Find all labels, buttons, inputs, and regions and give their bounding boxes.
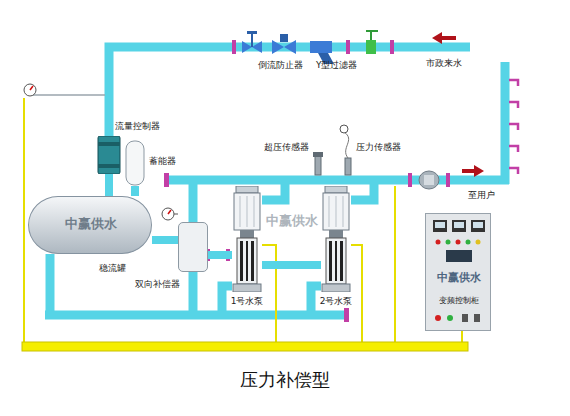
part-label: Y型过滤器 <box>316 60 358 70</box>
pump: 1号水泵 <box>232 186 262 292</box>
water-pipe <box>131 186 139 196</box>
flow-controller-drawing <box>97 136 121 174</box>
pump-inlet-pipe <box>222 286 232 315</box>
part-label: 超压传感器 <box>264 142 309 152</box>
accumulator: 蓄能器 <box>125 140 145 186</box>
backflow-preventer <box>272 34 296 54</box>
water-pipe <box>152 236 178 244</box>
water-pipe <box>262 261 321 269</box>
pump-drawing <box>232 186 262 292</box>
overpressure-sensor <box>313 152 323 175</box>
pressure-sensor <box>340 125 351 175</box>
gate-valve <box>242 31 262 53</box>
pump-outlet-pipe <box>262 176 285 200</box>
check-valve <box>419 171 439 189</box>
control-wires <box>24 98 462 342</box>
inlet-pipe <box>109 47 470 136</box>
pump-inlet-pipe <box>311 286 321 315</box>
tank-drain-pipe <box>46 254 55 319</box>
vfd-control-cabinet: 中赢供水变频控制柜 <box>425 213 491 331</box>
part-label: 市政来水 <box>426 58 462 68</box>
outflow-arrow <box>462 165 484 177</box>
component-label: 变频控制柜 <box>439 296 479 305</box>
watermark: 中赢供水 <box>266 214 318 229</box>
component-label: 1号水泵 <box>231 296 264 306</box>
pump-outlet-pipe <box>351 176 374 200</box>
part-label: 压力传感器 <box>356 142 401 152</box>
ball-valve <box>366 31 378 54</box>
base-frame <box>22 342 468 351</box>
flow-controller: 流量控制器 <box>97 136 121 174</box>
outlet-manifold <box>168 176 509 185</box>
component-label: 中赢供水 <box>65 217 117 232</box>
accumulator-drawing <box>125 140 145 186</box>
water-pipe <box>105 174 113 196</box>
inflow-arrow <box>432 32 456 44</box>
pump: 2号水泵 <box>321 186 351 292</box>
component-label: 双向补偿器 <box>135 279 180 289</box>
buffer-tank: 中赢供水稳流罐 <box>28 196 152 254</box>
component-label: 2号水泵 <box>320 296 353 306</box>
user-riser <box>501 62 510 184</box>
pressure-gauge <box>24 84 105 96</box>
flanges <box>164 40 450 322</box>
part-label: 至用户 <box>468 190 495 200</box>
water-pipe <box>208 251 232 259</box>
caption: 压力补偿型 <box>0 369 570 391</box>
component-label: 蓄能器 <box>149 156 176 166</box>
pump-drawing <box>321 186 351 292</box>
part-label: 倒流防止器 <box>258 60 303 70</box>
component-label: 流量控制器 <box>115 121 160 131</box>
bidirectional-compensator: 双向补偿器 <box>178 222 208 272</box>
taps <box>509 80 518 174</box>
compensator-pipe <box>189 184 198 222</box>
component-label: 稳流罐 <box>99 263 126 273</box>
component-label: 中赢供水 <box>437 272 481 285</box>
pressure-gauge <box>162 208 178 220</box>
compensator-pipe <box>189 272 198 315</box>
